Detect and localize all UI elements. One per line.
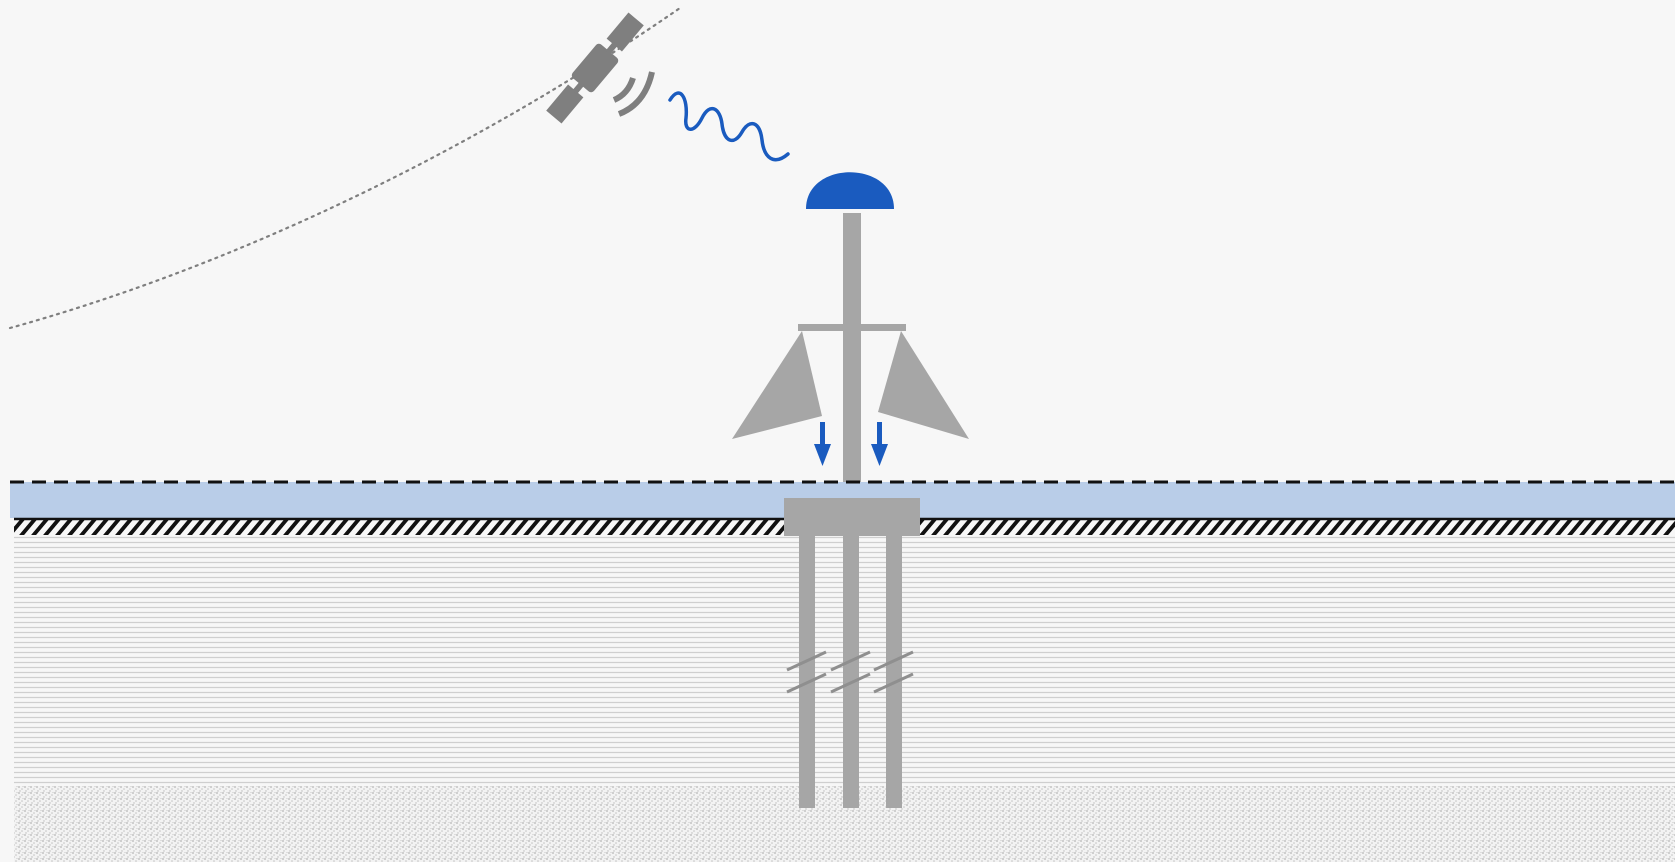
orbit-path [8,6,682,330]
signal-waves-icon [612,71,655,117]
wavy-signal-icon [668,91,790,162]
pile-break-marks [786,650,914,694]
corner-reflector-icon [732,331,822,439]
down-arrow-icon [814,422,831,466]
reflector-crossbar [798,324,906,331]
corner-reflector-icon [878,331,969,439]
pile-foundation [799,536,902,808]
gnss-antenna-dome-icon [806,172,894,209]
satellite-icon [546,12,644,124]
down-arrow-icon [871,422,888,466]
antenna-pole [843,213,861,491]
pile-cap [784,498,920,536]
